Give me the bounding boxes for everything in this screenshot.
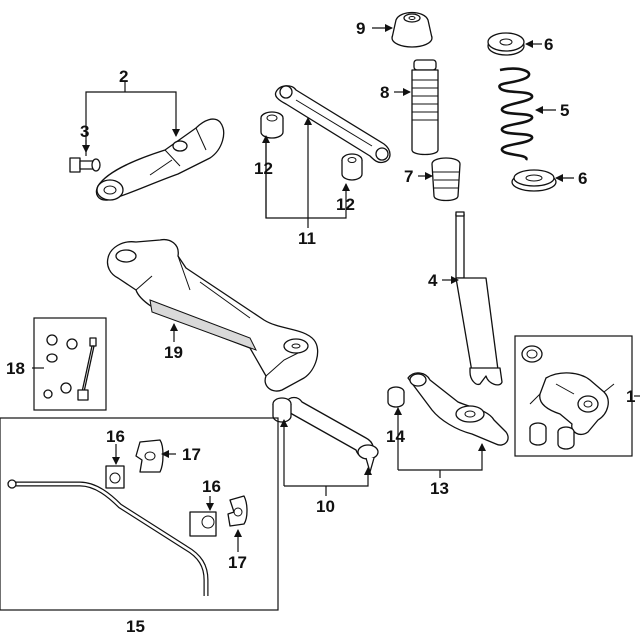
- callout-3: 3: [80, 122, 89, 141]
- callout-16-upper: 16: [106, 427, 125, 446]
- stabilizer-link-box: [33, 317, 107, 411]
- stabilizer-bracket-lower-part: [227, 495, 248, 527]
- bushing-part-upper: [260, 111, 284, 139]
- coil-spring-part: [498, 67, 534, 161]
- callout-13: 13: [430, 479, 449, 498]
- callout-10: 10: [316, 497, 335, 516]
- callout-2: 2: [119, 67, 128, 86]
- arm-bushing-part: [387, 386, 405, 408]
- callout-4: 4: [428, 271, 438, 290]
- callout-5: 5: [560, 101, 569, 120]
- callout-15: 15: [126, 617, 145, 635]
- callout-labels: 1 2 3 4 5 6 6 7 8 9 10 11 12 12 13 14 15…: [6, 19, 635, 635]
- stabilizer-bushing-upper-part: [105, 465, 125, 489]
- callout-14: 14: [386, 427, 405, 446]
- leader-lines: [32, 24, 640, 552]
- callout-19: 19: [164, 343, 183, 362]
- callout-12-left: 12: [254, 159, 273, 178]
- dust-boot-part: [411, 59, 439, 156]
- bump-stop-part: [431, 157, 461, 202]
- crossmember-part: [106, 238, 319, 392]
- callout-8: 8: [380, 83, 389, 102]
- bushing-part-lower: [341, 153, 363, 181]
- callout-6-upper: 6: [544, 35, 553, 54]
- knuckle-box: [514, 335, 633, 457]
- callout-7: 7: [404, 167, 413, 186]
- callout-18: 18: [6, 359, 25, 378]
- callout-6-lower: 6: [578, 169, 587, 188]
- callout-17-upper: 17: [182, 445, 201, 464]
- trailing-arm-part: [95, 118, 225, 201]
- stabilizer-bushing-lower-part: [189, 511, 217, 537]
- callout-17-lower: 17: [228, 553, 247, 572]
- lower-link-part: [284, 396, 379, 473]
- lateral-link-part: [274, 85, 391, 164]
- spring-seat-upper-part: [487, 32, 525, 56]
- bolt-part: [69, 157, 101, 173]
- stabilizer-bracket-upper-part: [135, 439, 164, 473]
- callout-12-right: 12: [336, 195, 355, 214]
- callout-1: 1: [626, 387, 635, 406]
- spring-seat-lower-part: [511, 169, 557, 192]
- shock-absorber-part: [455, 211, 503, 386]
- strut-mount-part: [391, 11, 433, 48]
- lower-control-arm-part: [407, 372, 509, 446]
- callout-9: 9: [356, 19, 365, 38]
- callout-16-lower: 16: [202, 477, 221, 496]
- callout-11: 11: [298, 229, 316, 248]
- stabilizer-bar-box: [0, 417, 279, 611]
